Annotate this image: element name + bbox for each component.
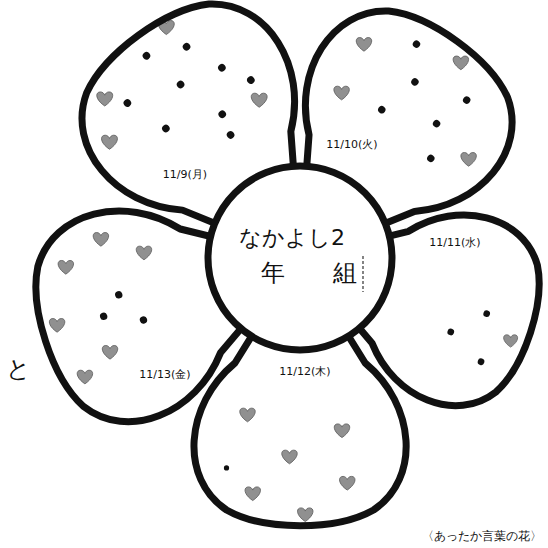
date-label: 11/10(火)	[324, 139, 379, 152]
class-nickname: なかよし2	[239, 225, 345, 250]
cut-text-fragment: と	[6, 356, 31, 384]
date-label: 11/11(水)	[427, 237, 482, 250]
circle-outline	[204, 162, 396, 354]
caption-note: 〈あったか言葉の花〉	[422, 530, 542, 544]
petal-stamps	[60, 0, 277, 204]
circle-outline	[208, 166, 392, 350]
date-label: 11/9(月)	[161, 169, 209, 182]
petal-stamps	[224, 408, 355, 521]
writing-line	[362, 256, 363, 292]
date-label: 11/13(金)	[137, 369, 192, 382]
center-circle: なかよし2 年 組	[204, 162, 396, 354]
date-label: 11/12(木)	[277, 366, 332, 379]
grade-class-line: 年 組	[261, 260, 357, 288]
petal-stamps	[441, 301, 526, 375]
petal-stamps	[319, 0, 526, 191]
